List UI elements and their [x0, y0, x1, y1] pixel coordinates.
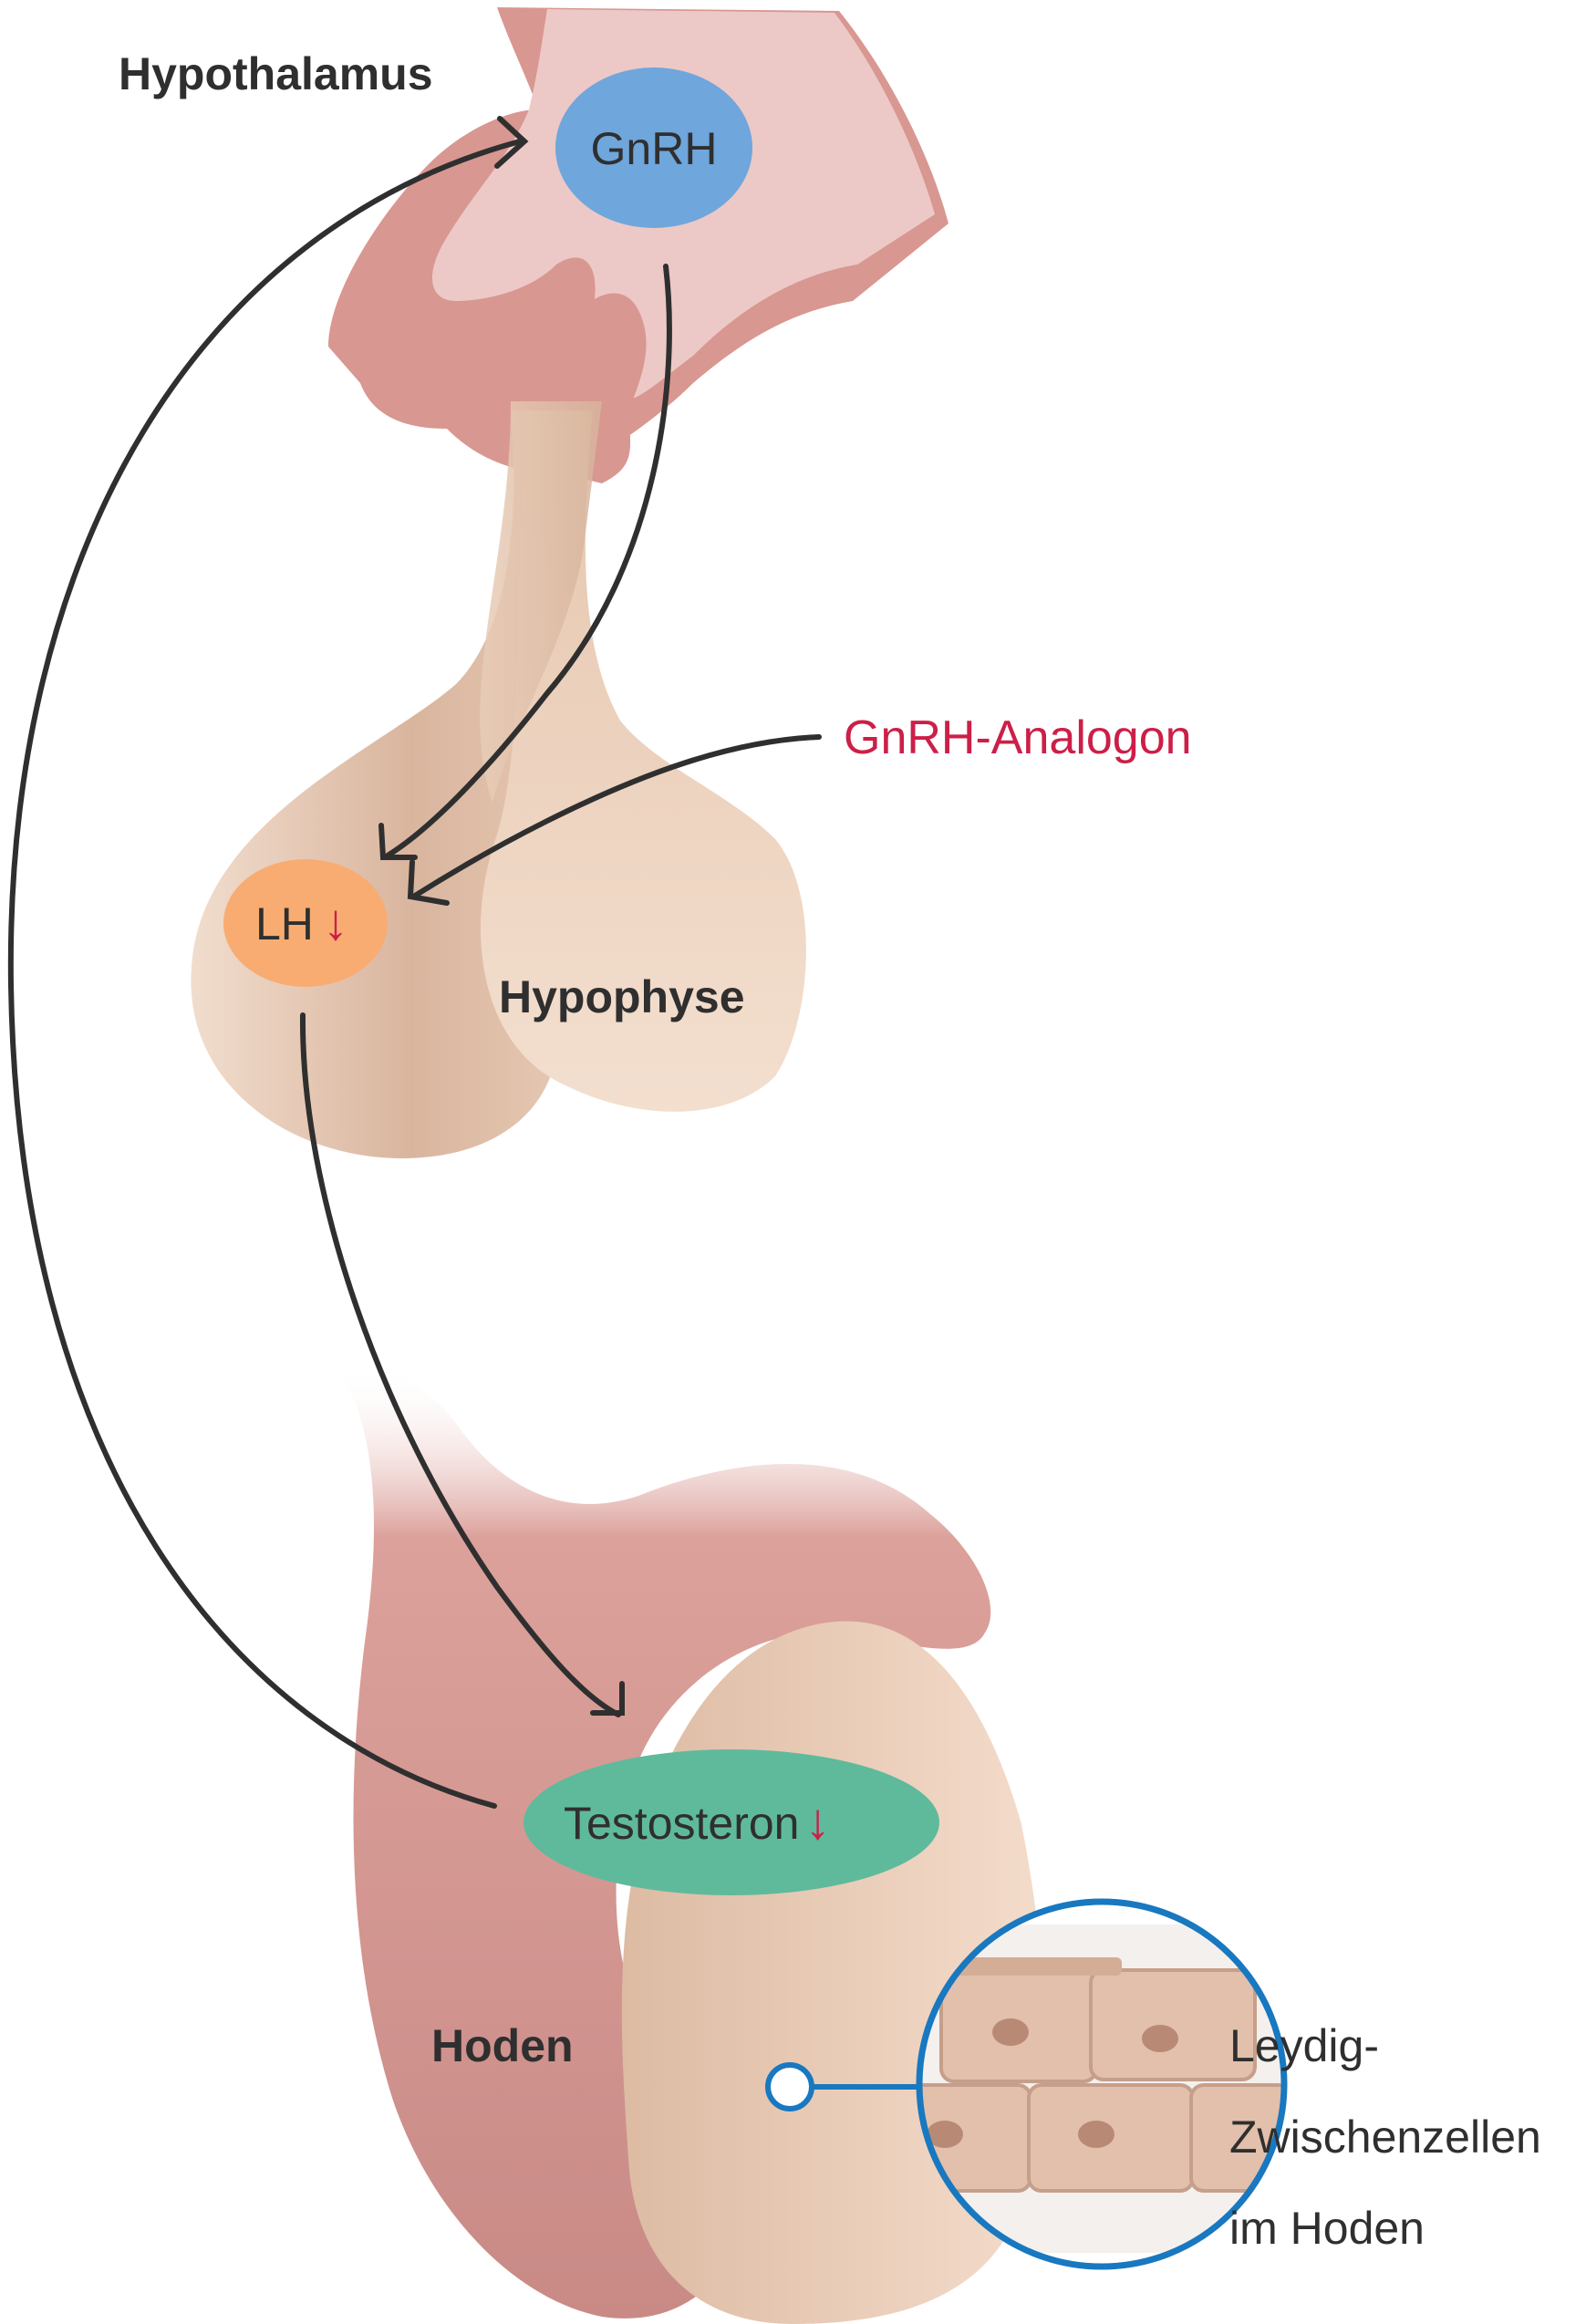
leydig-cells — [919, 1925, 1284, 2253]
leydig-label-line2: Zwischenzellen — [1229, 2111, 1541, 2163]
feedback-arrow — [7, 116, 529, 1809]
cell-nucleus — [992, 2018, 1029, 2046]
leydig-pointer-dot — [765, 2062, 814, 2111]
cell-nucleus — [1078, 2121, 1114, 2148]
testosteron-ellipse — [523, 1749, 939, 1895]
hypophyse-shape — [191, 401, 806, 1158]
lh-node: LH↓ — [223, 859, 388, 987]
leydig-label-line3: im Hoden — [1229, 2203, 1425, 2254]
lh-decrease-icon: ↓ — [323, 893, 348, 950]
testosteron-node: Testosteron↓ — [523, 1749, 939, 1895]
cell-nucleus — [927, 2121, 963, 2148]
hypophyse-label: Hypophyse — [499, 971, 745, 1022]
lh-text: LH — [255, 898, 314, 949]
testosteron-text: Testosteron — [564, 1798, 799, 1849]
cell — [1089, 1968, 1257, 2081]
gnrh-to-lh-arrow — [378, 264, 672, 860]
hypothalamus-label: Hypothalamus — [119, 48, 433, 99]
leydig-callout — [765, 1898, 1288, 2270]
testosteron-decrease-icon: ↓ — [804, 1792, 830, 1850]
lh-label: LH↓ — [255, 893, 348, 950]
hoden-label: Hoden — [431, 2020, 574, 2071]
leydig-zoom-circle — [916, 1898, 1288, 2270]
testosteron-label: Testosteron↓ — [564, 1792, 830, 1850]
gnrh-label: GnRH — [591, 123, 718, 174]
analogon-to-lh-arrow — [407, 734, 822, 906]
gnrh-ellipse — [555, 67, 752, 228]
gnrh-node: GnRH — [555, 67, 752, 228]
lh-ellipse — [223, 859, 388, 987]
gnrh-analogon-label: GnRH-Analogon — [844, 711, 1192, 764]
lh-to-testosteron-arrow — [299, 1012, 625, 1717]
cell-nucleus — [1142, 2025, 1178, 2052]
leydig-label-line1: Leydig- — [1229, 2020, 1379, 2071]
